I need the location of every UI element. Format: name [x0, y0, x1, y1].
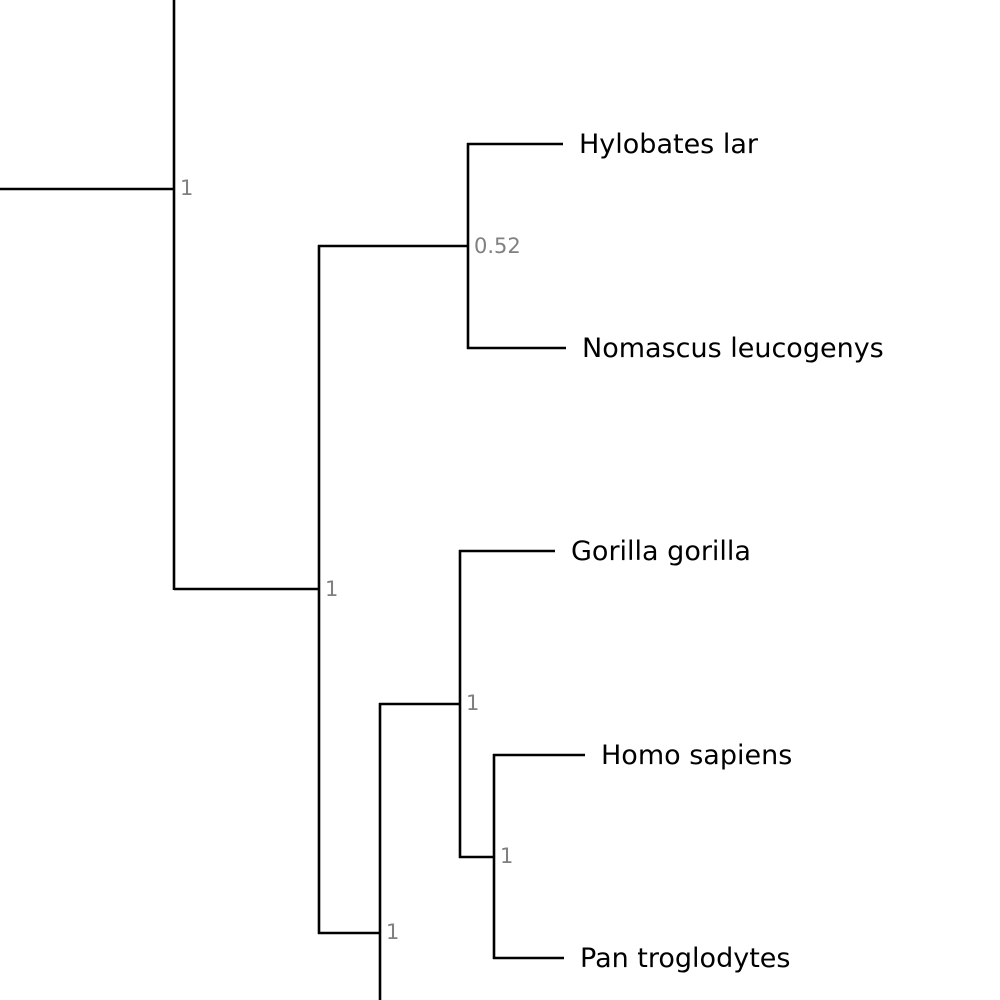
- support-label-homininae: 1: [466, 691, 479, 715]
- support-label-hominini: 1: [500, 844, 513, 868]
- taxon-label-nomascus: Nomascus leucogenys: [582, 333, 884, 364]
- taxon-label-homo: Homo sapiens: [601, 740, 792, 771]
- tree-branches: [0, 0, 585, 1000]
- taxon-label-pan: Pan troglodytes: [580, 943, 790, 974]
- taxon-label-gorilla: Gorilla gorilla: [571, 536, 751, 567]
- taxon-label-hylobates: Hylobates lar: [579, 129, 759, 160]
- taxon-labels: Hylobates lar Nomascus leucogenys Gorill…: [571, 129, 884, 974]
- support-labels: 1 0.52 1 1 1 1: [180, 176, 521, 944]
- support-label-gibbon: 0.52: [474, 234, 521, 258]
- support-label-great-ape: 1: [386, 920, 399, 944]
- support-label-root: 1: [180, 176, 193, 200]
- support-label-ape: 1: [325, 577, 338, 601]
